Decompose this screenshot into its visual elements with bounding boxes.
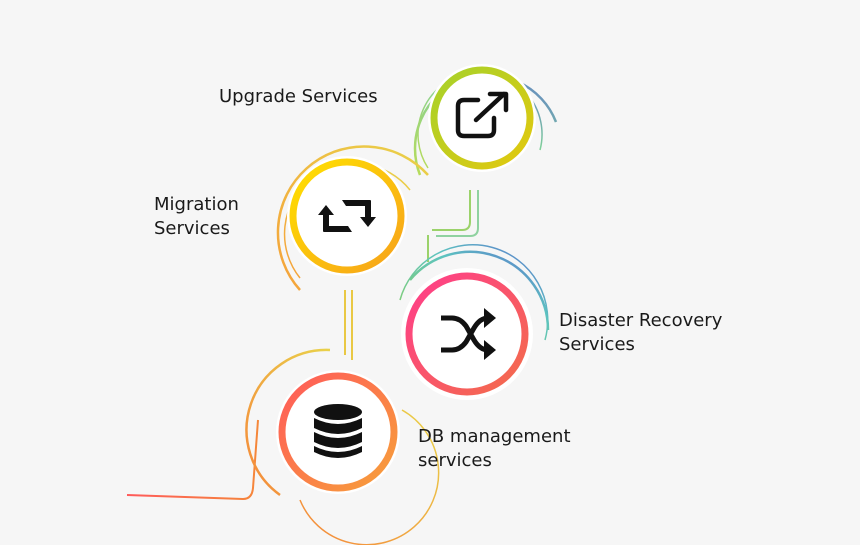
upgrade-node (413, 64, 558, 176)
label-line: Migration (154, 194, 239, 215)
retweet-icon (318, 200, 376, 232)
external-link-icon (455, 91, 509, 139)
migration-services-label: Migration Services (154, 193, 239, 241)
db-management-node (245, 348, 440, 545)
label-line: Services (154, 218, 230, 239)
disaster-recovery-node (399, 244, 550, 400)
label-line: services (418, 450, 492, 471)
database-icon (314, 404, 362, 458)
migration-node (276, 145, 429, 291)
label-line: Disaster Recovery (559, 310, 723, 331)
upgrade-services-label: Upgrade Services (219, 85, 378, 109)
disaster-recovery-services-label: Disaster Recovery Services (559, 309, 722, 357)
db-management-services-label: DB management services (418, 425, 571, 473)
label-line: Services (559, 334, 635, 355)
label-line: Upgrade Services (219, 86, 378, 107)
label-line: DB management (418, 426, 571, 447)
connector-lines (126, 190, 479, 501)
